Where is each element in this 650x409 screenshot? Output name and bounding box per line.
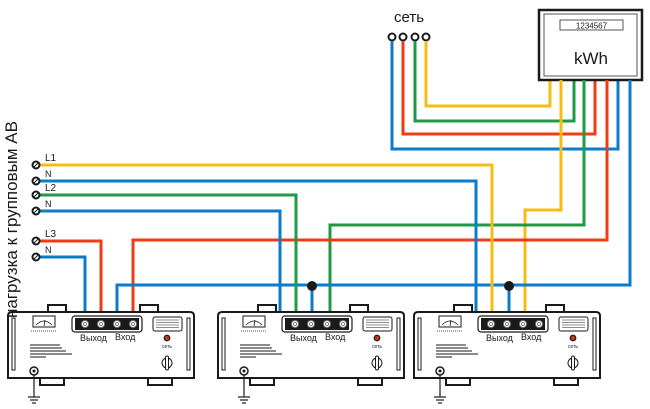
stabilizer-top-foot bbox=[257, 304, 277, 313]
vent-grill-icon bbox=[362, 316, 393, 332]
stabilizer-top-foot bbox=[453, 304, 473, 313]
load-terminal-label: L2 bbox=[45, 183, 57, 194]
terminal-screw-icon bbox=[128, 319, 138, 329]
wire-load-n1 bbox=[38, 179, 478, 319]
wire-meter-n-out bbox=[115, 80, 632, 319]
power-led-icon bbox=[373, 334, 381, 342]
terminal-screw-icon bbox=[80, 319, 90, 329]
voltage-stabilizer: Выход Вход сеть bbox=[413, 304, 601, 404]
stabilizer-bottom-foot bbox=[553, 377, 579, 386]
stabilizer-bottom-foot bbox=[249, 377, 275, 386]
ground-icon bbox=[434, 366, 446, 404]
meter-reading: 1234567 bbox=[576, 22, 608, 31]
wire-meter-l2-out bbox=[328, 80, 586, 319]
load-terminal-label: L3 bbox=[45, 229, 57, 240]
stabilizer-top-foot bbox=[139, 304, 159, 313]
ground-icon bbox=[238, 366, 250, 404]
power-switch[interactable] bbox=[567, 355, 579, 371]
stabilizer-top-foot bbox=[349, 304, 369, 313]
power-led-icon bbox=[569, 334, 577, 342]
stabilizer-bottom-foot bbox=[357, 377, 383, 386]
load-terminal: L2 bbox=[31, 183, 57, 200]
junction-dot bbox=[504, 281, 514, 291]
wire-load-n2 bbox=[38, 209, 282, 319]
wire-mains-l2 bbox=[413, 41, 576, 123]
wire-load-n3 bbox=[38, 255, 87, 319]
load-terminal-label: N bbox=[45, 169, 52, 179]
mains-terminal bbox=[398, 32, 408, 42]
indicator-label: сеть bbox=[568, 344, 578, 350]
ground-icon bbox=[28, 366, 40, 404]
voltmeter-icon bbox=[242, 315, 266, 328]
wire-load-l2 bbox=[38, 193, 298, 319]
terminal-screw-icon bbox=[486, 319, 496, 329]
output-label: Выход bbox=[80, 333, 108, 343]
load-terminal: N bbox=[31, 245, 52, 262]
stabilizer-top-foot bbox=[47, 304, 67, 313]
input-label: Вход bbox=[115, 332, 136, 342]
load-terminal: L1 bbox=[31, 153, 57, 170]
stabilizer-bottom-foot bbox=[445, 377, 471, 386]
stabilizer-top-foot bbox=[545, 304, 565, 313]
power-switch[interactable] bbox=[161, 355, 173, 371]
meter-unit: kWh bbox=[574, 49, 608, 68]
terminal-screw-icon bbox=[518, 319, 528, 329]
voltage-stabilizer: Выход Вход сеть bbox=[217, 304, 405, 404]
meter-display bbox=[559, 19, 624, 31]
terminal-block bbox=[285, 318, 349, 330]
load-terminal: N bbox=[31, 199, 52, 216]
mains-terminal bbox=[387, 32, 397, 42]
terminal-screw-icon bbox=[534, 319, 544, 329]
mains-label: сеть bbox=[394, 9, 424, 26]
voltmeter-icon bbox=[438, 315, 462, 328]
mains-terminal bbox=[421, 32, 431, 42]
load-terminal: N bbox=[31, 169, 52, 186]
indicator-label: сеть bbox=[162, 344, 172, 350]
power-switch[interactable] bbox=[371, 355, 383, 371]
vent-grill-icon bbox=[152, 316, 183, 332]
terminal-screw-icon bbox=[96, 319, 106, 329]
wire-meter-l3-out bbox=[131, 80, 609, 319]
load-terminal: L3 bbox=[31, 229, 57, 246]
indicator-label: сеть bbox=[372, 344, 382, 350]
output-label: Выход bbox=[290, 333, 318, 343]
wire-mains-l1 bbox=[424, 41, 552, 108]
stabilizer-body bbox=[413, 311, 601, 379]
wire-load-l3 bbox=[38, 239, 103, 319]
stabilizer-body bbox=[7, 311, 195, 379]
stabilizer-bottom-foot bbox=[147, 377, 173, 386]
vent-grill-icon bbox=[558, 316, 589, 332]
terminal-screw-icon bbox=[322, 319, 332, 329]
input-label: Вход bbox=[325, 332, 346, 342]
terminal-screw-icon bbox=[338, 319, 348, 329]
load-side-label: нагрузка к групповым АВ bbox=[2, 121, 21, 318]
stabilizers: Выход Вход сеть Выход Вход сеть Выход Вход сеть bbox=[7, 304, 601, 404]
input-label: Вход bbox=[521, 332, 542, 342]
terminal-screw-icon bbox=[502, 319, 512, 329]
wire-mains-n bbox=[390, 41, 620, 151]
junction-dot bbox=[307, 281, 317, 291]
terminal-block bbox=[481, 318, 545, 330]
load-terminal-label: L1 bbox=[45, 153, 57, 164]
voltage-stabilizer: Выход Вход сеть bbox=[7, 304, 195, 404]
terminal-screw-icon bbox=[290, 319, 300, 329]
electricity-meter: 1234567 kWh bbox=[537, 8, 644, 82]
terminal-screw-icon bbox=[112, 319, 122, 329]
mains-terminal bbox=[410, 32, 420, 42]
stabilizer-body bbox=[217, 311, 405, 379]
wire-meter-l1-out bbox=[523, 80, 563, 319]
load-terminal-label: N bbox=[45, 199, 52, 209]
power-led-icon bbox=[163, 334, 171, 342]
wire-load-l1 bbox=[38, 163, 494, 319]
load-terminal-label: N bbox=[45, 245, 52, 255]
mains-terminals bbox=[387, 32, 431, 42]
terminal-block bbox=[75, 318, 139, 330]
output-label: Выход bbox=[486, 333, 514, 343]
terminal-screw-icon bbox=[306, 319, 316, 329]
stabilizer-bottom-foot bbox=[39, 377, 65, 386]
wire-mains-l3 bbox=[401, 41, 597, 136]
voltmeter-icon bbox=[32, 315, 56, 328]
